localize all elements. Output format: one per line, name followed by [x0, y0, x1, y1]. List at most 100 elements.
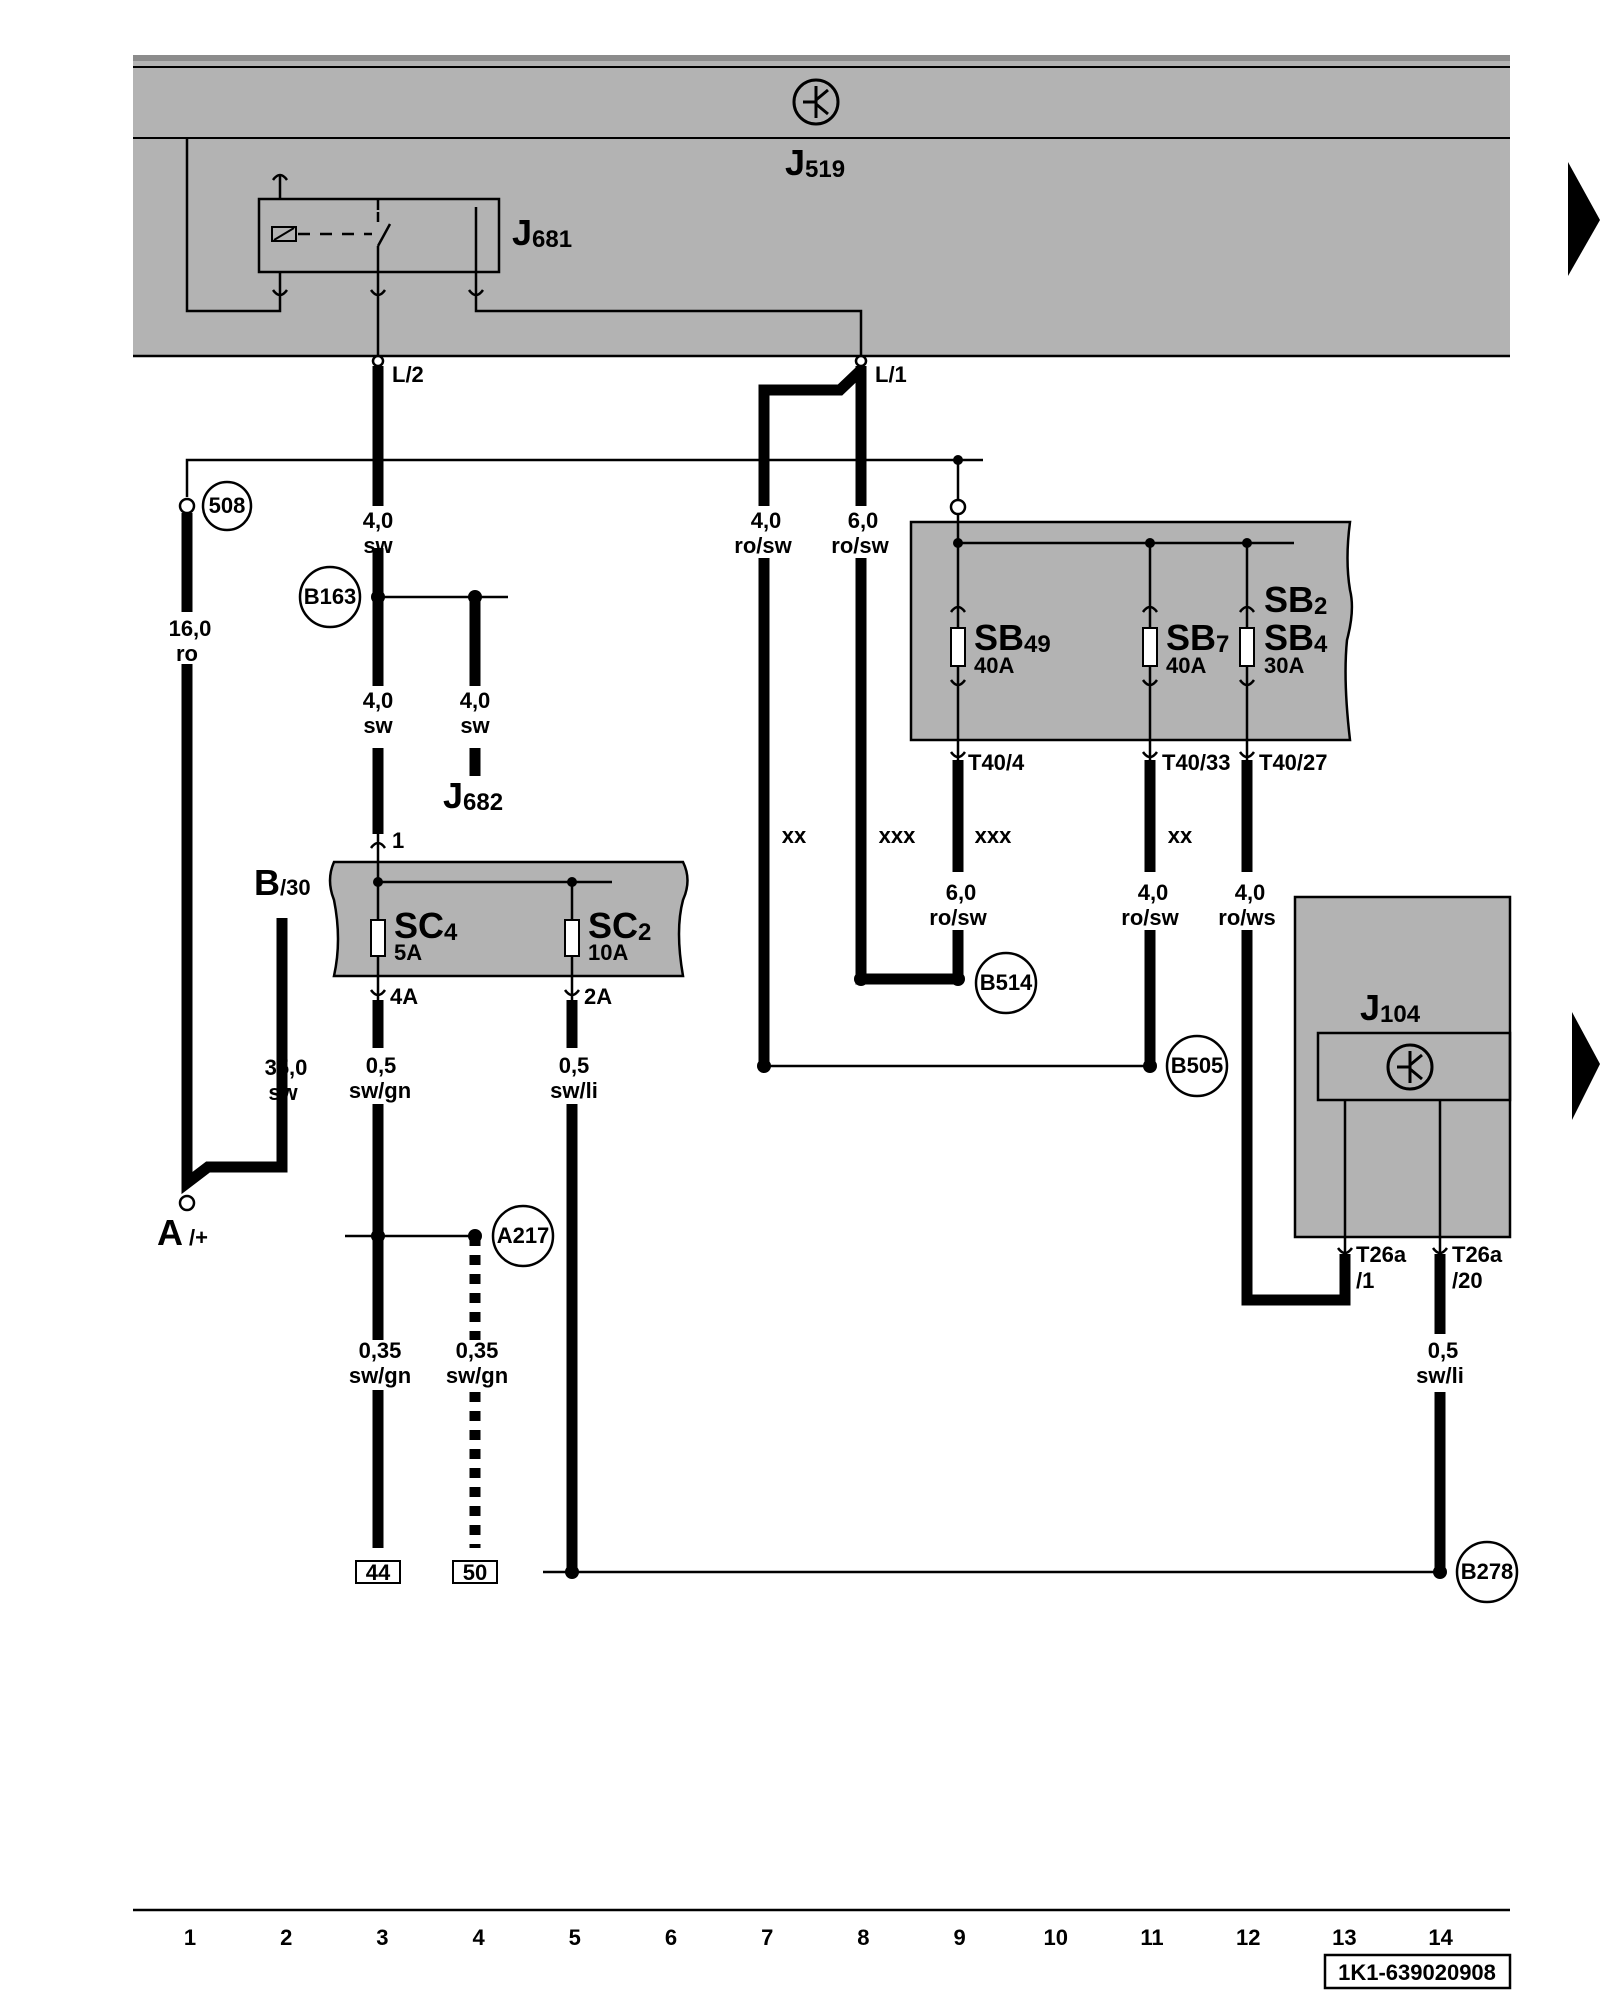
j519-label: J519	[785, 142, 845, 183]
wire-col8-size: 6,0	[848, 508, 879, 533]
reference-50: 50	[452, 1560, 498, 1585]
pin-t40-4-label: T40/4	[968, 750, 1025, 775]
plug-symbol-t40-4	[949, 751, 967, 759]
wire-col1-color: ro	[176, 641, 198, 666]
pin-t40-33-label: T40/33	[1162, 750, 1231, 775]
wire-col3-sc4-color: sw/gn	[349, 1078, 411, 1103]
column-number: 10	[1044, 1925, 1068, 1950]
plug-symbol-t26a-1	[1336, 1247, 1354, 1255]
plug-symbol-sb49-top	[949, 605, 967, 613]
electronic-unit-icon	[792, 78, 840, 126]
column-number: 13	[1332, 1925, 1356, 1950]
pin-t40-27-label: T40/27	[1259, 750, 1328, 775]
a217-dot-left	[371, 1229, 385, 1243]
node-508-open	[178, 497, 196, 515]
svg-text:B514: B514	[980, 970, 1033, 995]
wire-col12-color: ro/ws	[1218, 905, 1275, 930]
fuse-box-sb	[909, 520, 1354, 742]
j104-electronic-icon	[1386, 1043, 1434, 1091]
pin-sc2-out-label: 2A	[584, 984, 612, 1009]
fuse-sb7-icon	[1142, 627, 1158, 667]
fuse-sc2-label: SC2	[588, 905, 651, 946]
wire-col4-size: 4,0	[460, 688, 491, 713]
connection-b278: B278	[1455, 1540, 1519, 1604]
column-number: 2	[280, 1925, 292, 1950]
wire-col5-size: 0,5	[559, 1053, 590, 1078]
document-code-box: 1K1-639020908	[1323, 1953, 1512, 1990]
fuse-sc4-label: SC4	[394, 905, 458, 946]
pin-t26a-1-label-b: /1	[1356, 1268, 1374, 1293]
connection-b163: B163	[298, 565, 362, 629]
j104-inner-box	[1316, 1031, 1512, 1102]
b514-dot-right	[951, 972, 965, 986]
column-number: 8	[857, 1925, 869, 1950]
column-number: 3	[376, 1925, 388, 1950]
wire-col12-b	[1241, 930, 1351, 1306]
connection-b505: B505	[1165, 1034, 1229, 1098]
wire-col7-upper	[758, 366, 865, 506]
relay-coil-icon	[271, 226, 297, 242]
continuation-arrow-mid[interactable]	[1572, 1012, 1600, 1120]
sc-bus-dot-left	[373, 877, 383, 887]
b505-dot-left	[757, 1059, 771, 1073]
plug-symbol-4	[467, 289, 485, 297]
wire-col14-color: sw/li	[1416, 1363, 1464, 1388]
plug-symbol-1	[271, 173, 289, 181]
column-number: 7	[761, 1925, 773, 1950]
wire-col3-mid-color: sw	[363, 713, 393, 738]
column-number: 6	[665, 1925, 677, 1950]
connection-a217: A217	[491, 1204, 555, 1268]
wire-col12-size: 4,0	[1235, 880, 1266, 905]
wire-col11-size: 4,0	[1138, 880, 1169, 905]
fuse-sb7-label: SB7	[1166, 617, 1229, 658]
plug-symbol-sb4-top	[1238, 605, 1256, 613]
pin-l1-node	[854, 354, 868, 368]
j681-label: J681	[512, 212, 572, 253]
plug-symbol-3	[369, 289, 387, 297]
plug-symbol-sb49-bottom	[949, 679, 967, 687]
fuse-sc4-rating: 5A	[394, 940, 422, 965]
wire-col1-lower	[181, 664, 288, 1195]
fuse-box-sc	[328, 860, 689, 978]
b505-dot-right	[1143, 1059, 1157, 1073]
wire-col4-low-size: 0,35	[456, 1338, 499, 1363]
column-number: 4	[472, 1925, 485, 1950]
marker-col8: xxx	[879, 823, 916, 848]
wire-col3-low-size: 0,35	[359, 1338, 402, 1363]
column-number: 1	[184, 1925, 196, 1950]
wire-col3-sc4-size: 0,5	[366, 1053, 397, 1078]
plug-symbol-t26a-20	[1431, 1247, 1449, 1255]
sb-input-node	[949, 498, 967, 516]
fuse-sb7-rating: 40A	[1166, 653, 1206, 678]
wire-col2-size: 35,0	[265, 1055, 308, 1080]
fuse-sb4-rating: 30A	[1264, 653, 1304, 678]
relay-right-contact-wire	[474, 207, 863, 356]
relay-switch-icon	[376, 212, 392, 247]
wire-col14-size: 0,5	[1428, 1338, 1459, 1363]
column-number: 5	[569, 1925, 581, 1950]
wire-col3-mid-size: 4,0	[363, 688, 394, 713]
battery-b30-label: B/30	[254, 862, 311, 903]
j682-label: J682	[443, 775, 503, 816]
svg-text:B163: B163	[304, 584, 357, 609]
fuse-sb49-rating: 40A	[974, 653, 1014, 678]
thin-bus-line	[185, 458, 983, 497]
connection-b514: B514	[974, 951, 1038, 1015]
pin-t26a-1-label-a: T26a	[1356, 1242, 1407, 1267]
b278-dot-left	[565, 1565, 579, 1579]
plug-symbol-t40-33	[1141, 751, 1159, 759]
plug-symbol-sb7-top	[1141, 605, 1159, 613]
svg-text:508: 508	[209, 493, 246, 518]
wire-col3-low-color: sw/gn	[349, 1363, 411, 1388]
wire-col7-color: ro/sw	[734, 533, 792, 558]
pin-sc4-out-label: 4A	[390, 984, 418, 1009]
fuse-sb4-label: SB4	[1264, 617, 1328, 658]
continuation-arrow-top[interactable]	[1568, 162, 1600, 276]
pin-l2-node	[371, 354, 385, 368]
column-number: 12	[1236, 1925, 1260, 1950]
plug-symbol-t40-27	[1238, 751, 1256, 759]
wire-col1-size: 16,0	[169, 616, 212, 641]
column-number: 9	[953, 1925, 965, 1950]
svg-text:B505: B505	[1171, 1053, 1224, 1078]
